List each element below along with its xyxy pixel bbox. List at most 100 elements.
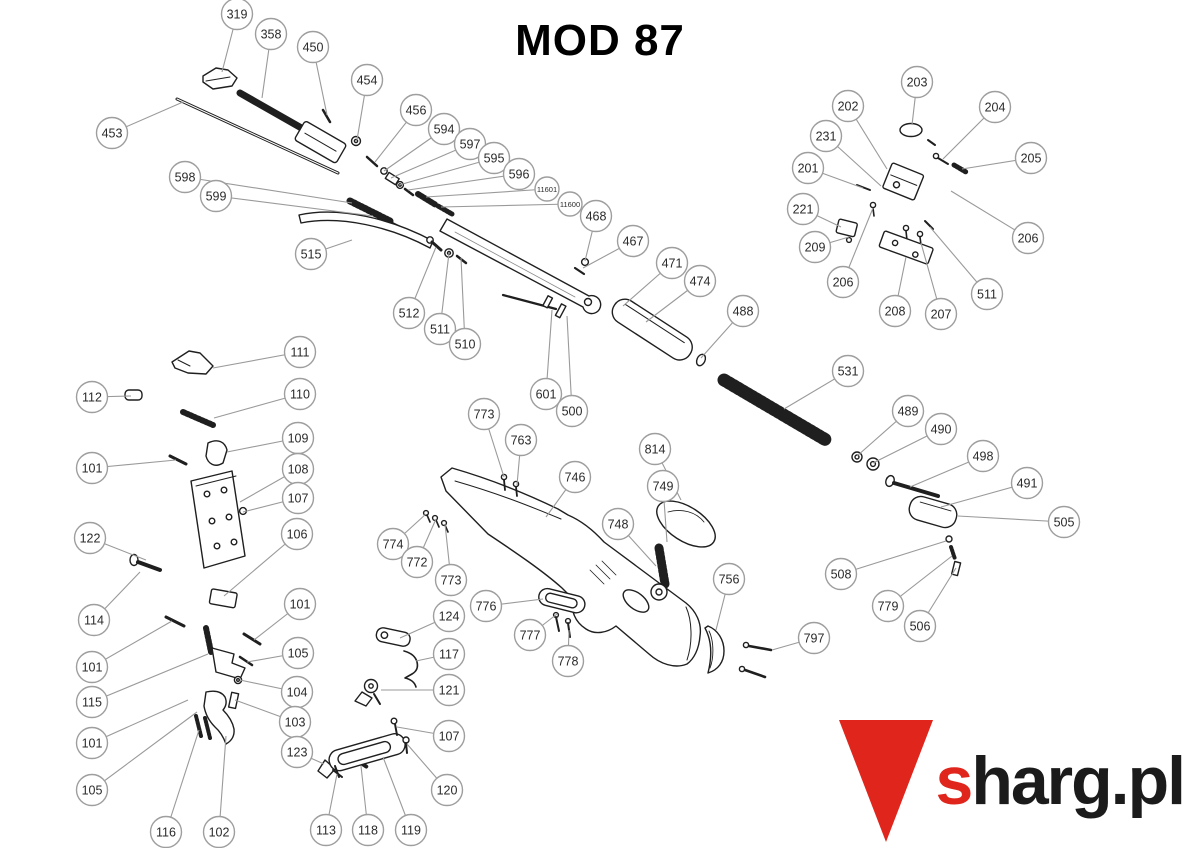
part-callout-763: [504, 423, 538, 457]
part-callout-774: [376, 527, 410, 561]
part-number-474: 474: [690, 275, 711, 289]
stock-screws-drawing: [422, 473, 520, 533]
part-number-597: 597: [460, 138, 481, 152]
part-callout-119: [394, 813, 428, 847]
part-number-107: 107: [288, 492, 309, 506]
logo-triangle-icon: [839, 720, 934, 842]
part-callout-468: [579, 199, 613, 233]
rear-stock-hardware-drawing: [851, 451, 962, 577]
part-callout-117: [432, 637, 466, 671]
part-number-471: 471: [662, 257, 683, 271]
part-callout-749: [646, 469, 680, 503]
part-number-358: 358: [261, 28, 282, 42]
part-number-11601: 11601: [537, 185, 557, 194]
mainspring-drawing: [717, 373, 833, 447]
leader-line-508: [840, 540, 947, 575]
part-callout-101: [75, 451, 109, 485]
part-number-103: 103: [285, 716, 306, 730]
front-sight-parts-drawing: [354, 627, 419, 736]
part-number-112: 112: [82, 391, 102, 405]
part-callout-113: [309, 813, 343, 847]
part-number-512: 512: [399, 307, 420, 321]
part-callout-111: [283, 335, 317, 369]
part-callout-814: [638, 432, 672, 466]
safety-and-guard-drawing: [317, 733, 410, 779]
part-callout-488: [726, 294, 760, 328]
part-number-110: 110: [290, 388, 310, 402]
part-callout-515: [294, 237, 328, 271]
part-number-778: 778: [558, 655, 579, 669]
part-callout-508: [824, 557, 858, 591]
part-number-208: 208: [885, 305, 906, 319]
part-callout-471: [655, 246, 689, 280]
part-number-498: 498: [973, 450, 994, 464]
part-number-104: 104: [287, 686, 308, 700]
part-callout-489: [891, 394, 925, 428]
part-number-120: 120: [437, 784, 458, 798]
leader-line-105: [91, 711, 198, 791]
part-callout-208: [878, 294, 912, 328]
part-number-319: 319: [227, 8, 248, 22]
part-number-774: 774: [383, 538, 404, 552]
leader-lines: [89, 13, 1065, 833]
leader-line-595: [398, 157, 495, 186]
part-number-500: 500: [562, 405, 583, 419]
part-number-106: 106: [287, 528, 308, 542]
part-callout-112: [75, 380, 109, 414]
part-number-122: 122: [80, 532, 101, 546]
part-number-450: 450: [303, 41, 324, 55]
part-callout-114: [77, 603, 111, 637]
part-callout-115: [75, 685, 109, 719]
part-callout-594: [427, 112, 461, 146]
part-number-124: 124: [439, 610, 460, 624]
leader-line-11600: [440, 203, 571, 208]
piston-drawing: [611, 298, 693, 361]
logo-prefix: s: [935, 743, 973, 819]
part-callout-121: [432, 673, 466, 707]
part-callout-797: [797, 621, 831, 655]
buttpad-screws-drawing: [738, 641, 773, 679]
receiver-tube-drawing: [439, 218, 602, 315]
part-number-506: 506: [910, 620, 931, 634]
part-callout-596: [502, 157, 536, 191]
part-callout-779: [871, 589, 905, 623]
part-number-105: 105: [288, 647, 309, 661]
part-callout-506: [903, 609, 937, 643]
part-callout-11600: [557, 191, 583, 217]
part-number-595: 595: [484, 152, 505, 166]
leader-line-11601: [425, 188, 548, 198]
part-callout-107: [281, 481, 315, 515]
part-number-468: 468: [586, 210, 607, 224]
part-number-101: 101: [82, 737, 103, 751]
part-number-772: 772: [407, 556, 428, 570]
part-callout-595: [477, 141, 511, 175]
part-number-515: 515: [301, 248, 322, 262]
part-callout-598: [168, 160, 202, 194]
part-number-206: 206: [833, 276, 854, 290]
part-callout-491: [1010, 466, 1044, 500]
part-number-116: 116: [156, 826, 176, 840]
part-callout-221: [786, 192, 820, 226]
part-callout-601: [529, 377, 563, 411]
part-callout-531: [831, 354, 865, 388]
part-callout-123: [280, 735, 314, 769]
cheekpiece-drawing: [656, 500, 716, 548]
part-number-467: 467: [623, 235, 644, 249]
part-callout-748: [601, 507, 635, 541]
part-callout-101: [75, 650, 109, 684]
buttpad-drawing: [704, 625, 725, 674]
part-callout-110: [283, 377, 317, 411]
part-number-511: 511: [430, 323, 450, 337]
part-number-490: 490: [931, 423, 952, 437]
part-callout-454: [350, 63, 384, 97]
part-number-201: 201: [798, 162, 819, 176]
part-number-453: 453: [102, 127, 123, 141]
part-number-101: 101: [82, 462, 103, 476]
part-number-601: 601: [536, 388, 557, 402]
part-number-746: 746: [565, 471, 586, 485]
part-number-102: 102: [209, 826, 230, 840]
exploded-parts-drawing: [124, 67, 969, 779]
part-number-109: 109: [288, 432, 309, 446]
